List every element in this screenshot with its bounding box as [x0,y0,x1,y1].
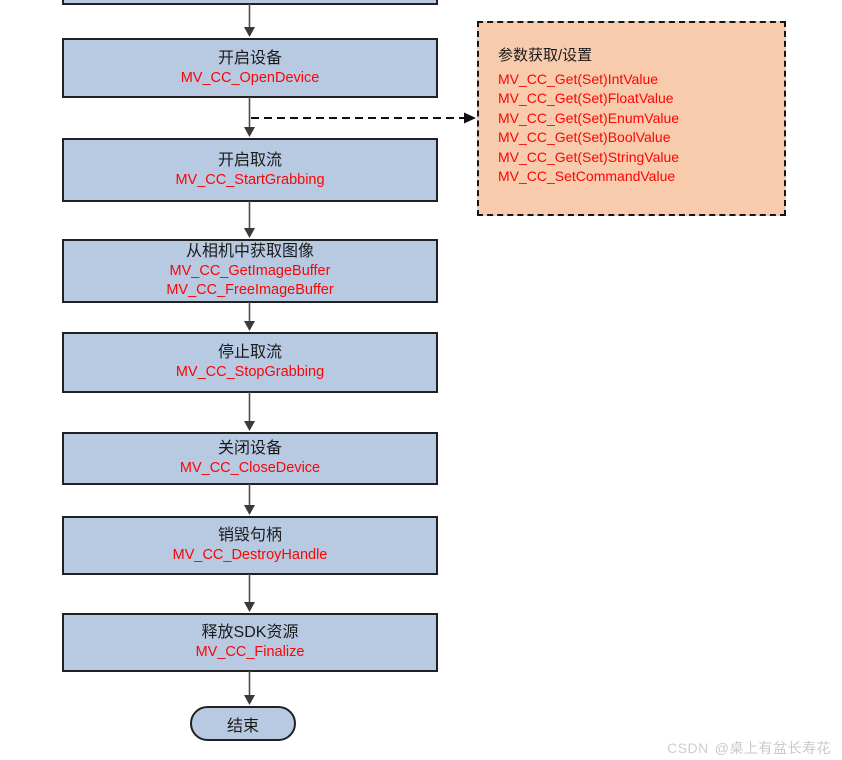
panel-api: MV_CC_Get(Set)BoolValue [498,129,671,146]
step-title: 从相机中获取图像 [185,243,314,260]
panel-api: MV_CC_Get(Set)IntValue [498,71,659,87]
flow-step-cropped-top [62,0,438,5]
panel-api: MV_CC_Get(Set)StringValue [498,148,680,165]
parameter-panel: 参数获取/设置 MV_CC_Get(Set)IntValue MV_CC_Get… [477,21,786,216]
watermark-brand: CSDN [667,740,709,756]
watermark: CSDN @桌上有盆长寿花 [667,738,831,758]
step-title: 开启取流 [217,151,282,169]
panel-api: MV_CC_SetCommandValue [498,168,676,185]
panel-api: MV_CC_Get(Set)FloatValue [498,90,674,107]
step-title: 关闭设备 [217,440,282,457]
terminator-label: 结束 [226,717,259,735]
flow-step-close-device: 关闭设备 MV_CC_CloseDevice [62,432,438,485]
flow-terminator-end: 结束 [190,706,296,741]
flow-step-open-device: 开启设备 MV_CC_OpenDevice [62,38,438,98]
flow-step-get-image: 从相机中获取图像 MV_CC_GetImageBuffer MV_CC_Free… [62,239,438,303]
step-api: MV_CC_Finalize [195,644,305,660]
panel-api: MV_CC_Get(Set)EnumValue [498,109,680,126]
step-api: MV_CC_CloseDevice [179,460,321,476]
step-title: 释放SDK资源 [201,624,299,641]
step-title: 停止取流 [217,344,282,361]
step-api: MV_CC_OpenDevice [180,69,320,86]
watermark-user: @桌上有盆长寿花 [714,740,831,756]
flow-step-start-grabbing: 开启取流 MV_CC_StartGrabbing [62,138,438,202]
panel-title: 参数获取/设置 [498,47,593,64]
step-api: MV_CC_DestroyHandle [172,547,328,563]
step-title: 销毁句柄 [217,527,282,544]
step-api: MV_CC_GetImageBuffer [169,263,331,279]
step-api: MV_CC_StartGrabbing [175,171,325,188]
flow-step-destroy-handle: 销毁句柄 MV_CC_DestroyHandle [62,516,438,575]
step-api: MV_CC_FreeImageBuffer [166,282,334,298]
step-api: MV_CC_StopGrabbing [175,364,325,380]
flow-step-finalize: 释放SDK资源 MV_CC_Finalize [62,613,438,672]
step-title: 开启设备 [217,49,282,67]
flow-step-stop-grabbing: 停止取流 MV_CC_StopGrabbing [62,332,438,393]
